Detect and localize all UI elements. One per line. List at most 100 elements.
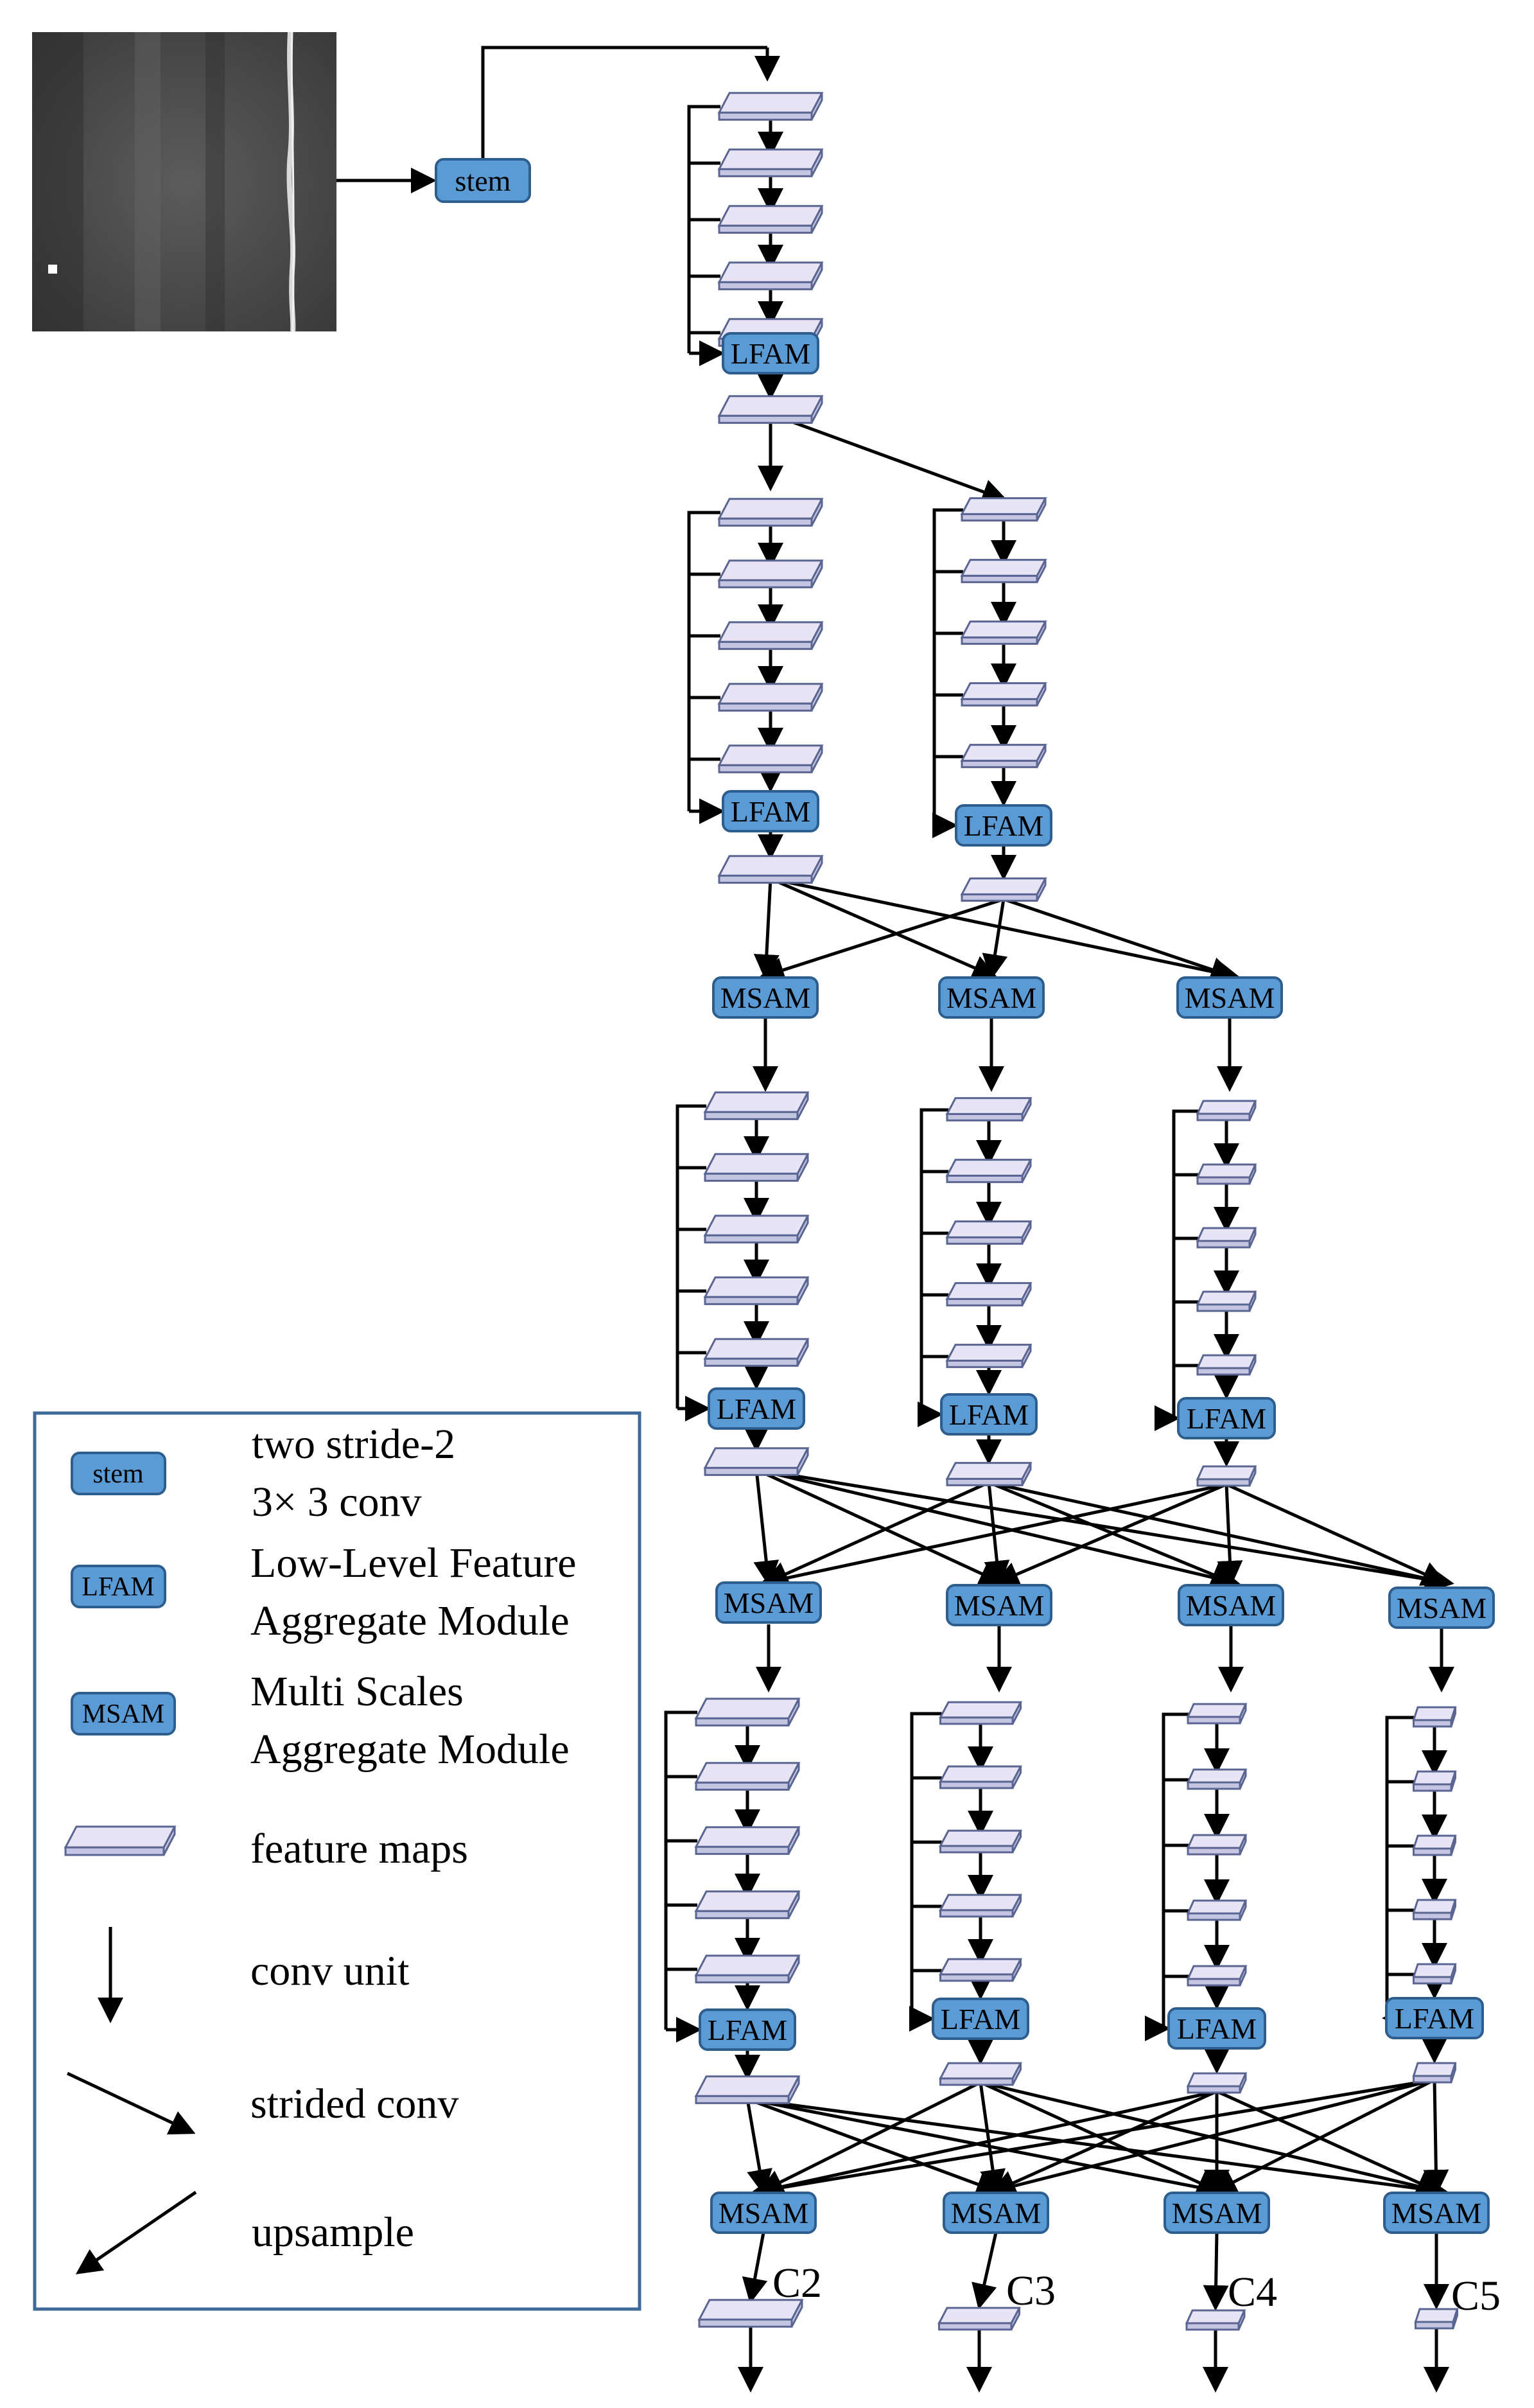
stage4-b3-skip-bus [1162,1712,1189,2028]
stage4-b1-feature-map [694,1890,801,1919]
fusion-r3-arrow [751,2078,1435,2202]
msam-r2-b3-label: MSAM [1186,1589,1277,1622]
msam-r2-b1: MSAM [715,1581,822,1624]
msam-r3-out-arrow [742,2232,768,2304]
stage2-b1-lfam-module-label: LFAM [731,795,810,828]
fusion-r2-arrow [756,1468,1454,1593]
stage3-b3-feature-map [1196,1100,1257,1121]
msam-r3-b2: MSAM [943,2192,1049,2234]
legend-feature-map-icon [64,1825,177,1856]
stage4-b2-feature-map [939,1765,1022,1789]
legend-stem-box [71,1452,166,1495]
stage3-b1-lfam-module-label: LFAM [717,1393,796,1425]
stage4-b4-lfam-module-label: LFAM [1395,2002,1474,2035]
msam-r3-out-arrow [972,2232,998,2310]
stage1-strided-arrow [780,416,1008,504]
legend-strided-conv: strided conv [250,2080,458,2127]
legend-strided-arrow [66,2071,196,2135]
msam-r1-b3: MSAM [1176,976,1283,1019]
stage3-b3-feature-map [1196,1227,1257,1249]
output-label-c4: C4 [1228,2269,1277,2316]
stage4-b2-feature-map [939,1894,1022,1918]
stage4-b2-feature-map [939,1701,1022,1725]
fusion-r3-arrow [754,2089,1217,2201]
stage4-b4-skip-bus [1385,1716,1415,2018]
arrows-layer [336,46,1454,2393]
legend-msam-desc-1: Multi Scales [250,1668,464,1715]
stage4-b4-feature-map [1412,1770,1457,1792]
legend-lfam-desc-2: Aggregate Module [250,1597,570,1644]
legend-stem-desc-1: two stride-2 [252,1421,455,1468]
stage3-b1-feature-map [703,1338,810,1367]
stage3-b1-feature-map [703,1276,810,1305]
stem-module: stem [435,158,531,203]
legend-feature-map [64,1825,177,1856]
fusion-r3-arrow [986,2078,1435,2199]
stage1-lfam-module: LFAM [722,332,819,374]
msam-r3-b2-label: MSAM [951,2197,1042,2229]
stage3-b2-lfam-module: LFAM [940,1393,1038,1436]
stage4-b4-feature-map [1412,1834,1457,1856]
fusion-r1-arrow [753,878,780,980]
msam-r2-b2-label: MSAM [954,1589,1045,1622]
stage2-b2-skip-bus [932,508,963,825]
stage4-b3-feature-map [1186,1834,1248,1856]
legend-feature-maps: feature maps [250,1825,468,1872]
stage3-b1-feature-map [703,1153,810,1182]
legend-msam-box [71,1692,176,1736]
msam-r2-b3: MSAM [1178,1584,1284,1626]
fusion-r2-arrow [756,1468,1241,1591]
stage4-b1-skip-bus [664,1710,697,2030]
stage2-b1-skip-bus [687,511,720,811]
stage4-b1-feature-map [694,1698,801,1727]
stage1-feature-map [717,205,824,234]
input-image [32,31,336,332]
stage2-b2-lfam-module: LFAM [955,804,1052,847]
stage2-b2-feature-map [960,620,1047,645]
stage4-b1-lfam-module: LFAM [699,2008,796,2051]
legend-upsample: upsample [252,2209,414,2256]
stage2-b1-feature-map [717,683,824,712]
stage3-b3-output-feature-map [1196,1465,1257,1487]
legend-box [33,1411,641,2311]
stage3-b2-output-feature-map [945,1462,1033,1486]
fusion-r3-arrow [979,2080,1223,2195]
stage4-b2-lfam-module: LFAM [932,1998,1029,2040]
stage4-b2-feature-map [939,1958,1022,1982]
stage4-b4-feature-map [1412,1963,1457,1985]
msam-r2-b1-label: MSAM [724,1586,814,1619]
msam-r3-b4-label: MSAM [1391,2197,1482,2229]
fusion-r2-arrow [759,1482,1227,1592]
legend-conv-unit: conv unit [250,1947,409,1994]
stage3-b1-feature-map [703,1215,810,1244]
fusion-r1-arrow [1003,897,1237,982]
stage2-b2-feature-map [960,559,1047,583]
stage3-b1-skip-bus [675,1104,706,1409]
output-feature-map-c4 [1185,2309,1246,2331]
stage2-b1-feature-map [717,621,824,650]
legend-msam-desc-2: Aggregate Module [250,1726,570,1773]
stem-module-label: stem [455,164,511,197]
stage4-b4-lfam-module: LFAM [1385,1997,1484,2039]
stage2-b1-feature-map [717,559,824,588]
fusion-r1-arrow [758,897,1004,983]
fusion-r2-arrow [988,1481,1451,1592]
fusion-r3-arrow [1423,2079,1449,2195]
fusion-r3-arrow [757,2080,982,2194]
fusion-r3-arrow [747,2097,1002,2197]
fusion-r2-arrow [755,1468,1006,1586]
legend-stem-desc-2: 3× 3 conv [252,1479,422,1525]
stage3-b2-feature-map [945,1159,1033,1183]
stem-out-line [481,46,767,159]
stage1-lfam-module-label: LFAM [731,337,810,370]
stage1-feature-map [717,148,824,177]
output-feature-map-c3 [937,2307,1021,2331]
legend-stem-label: stem [92,1459,144,1489]
legend-lfam-box [71,1565,166,1608]
feature-maps-layer [694,92,1459,2331]
stage1-output-feature-map [717,395,824,424]
stage1-feature-map [717,92,824,121]
legend-upsample-arrow [75,2190,197,2274]
